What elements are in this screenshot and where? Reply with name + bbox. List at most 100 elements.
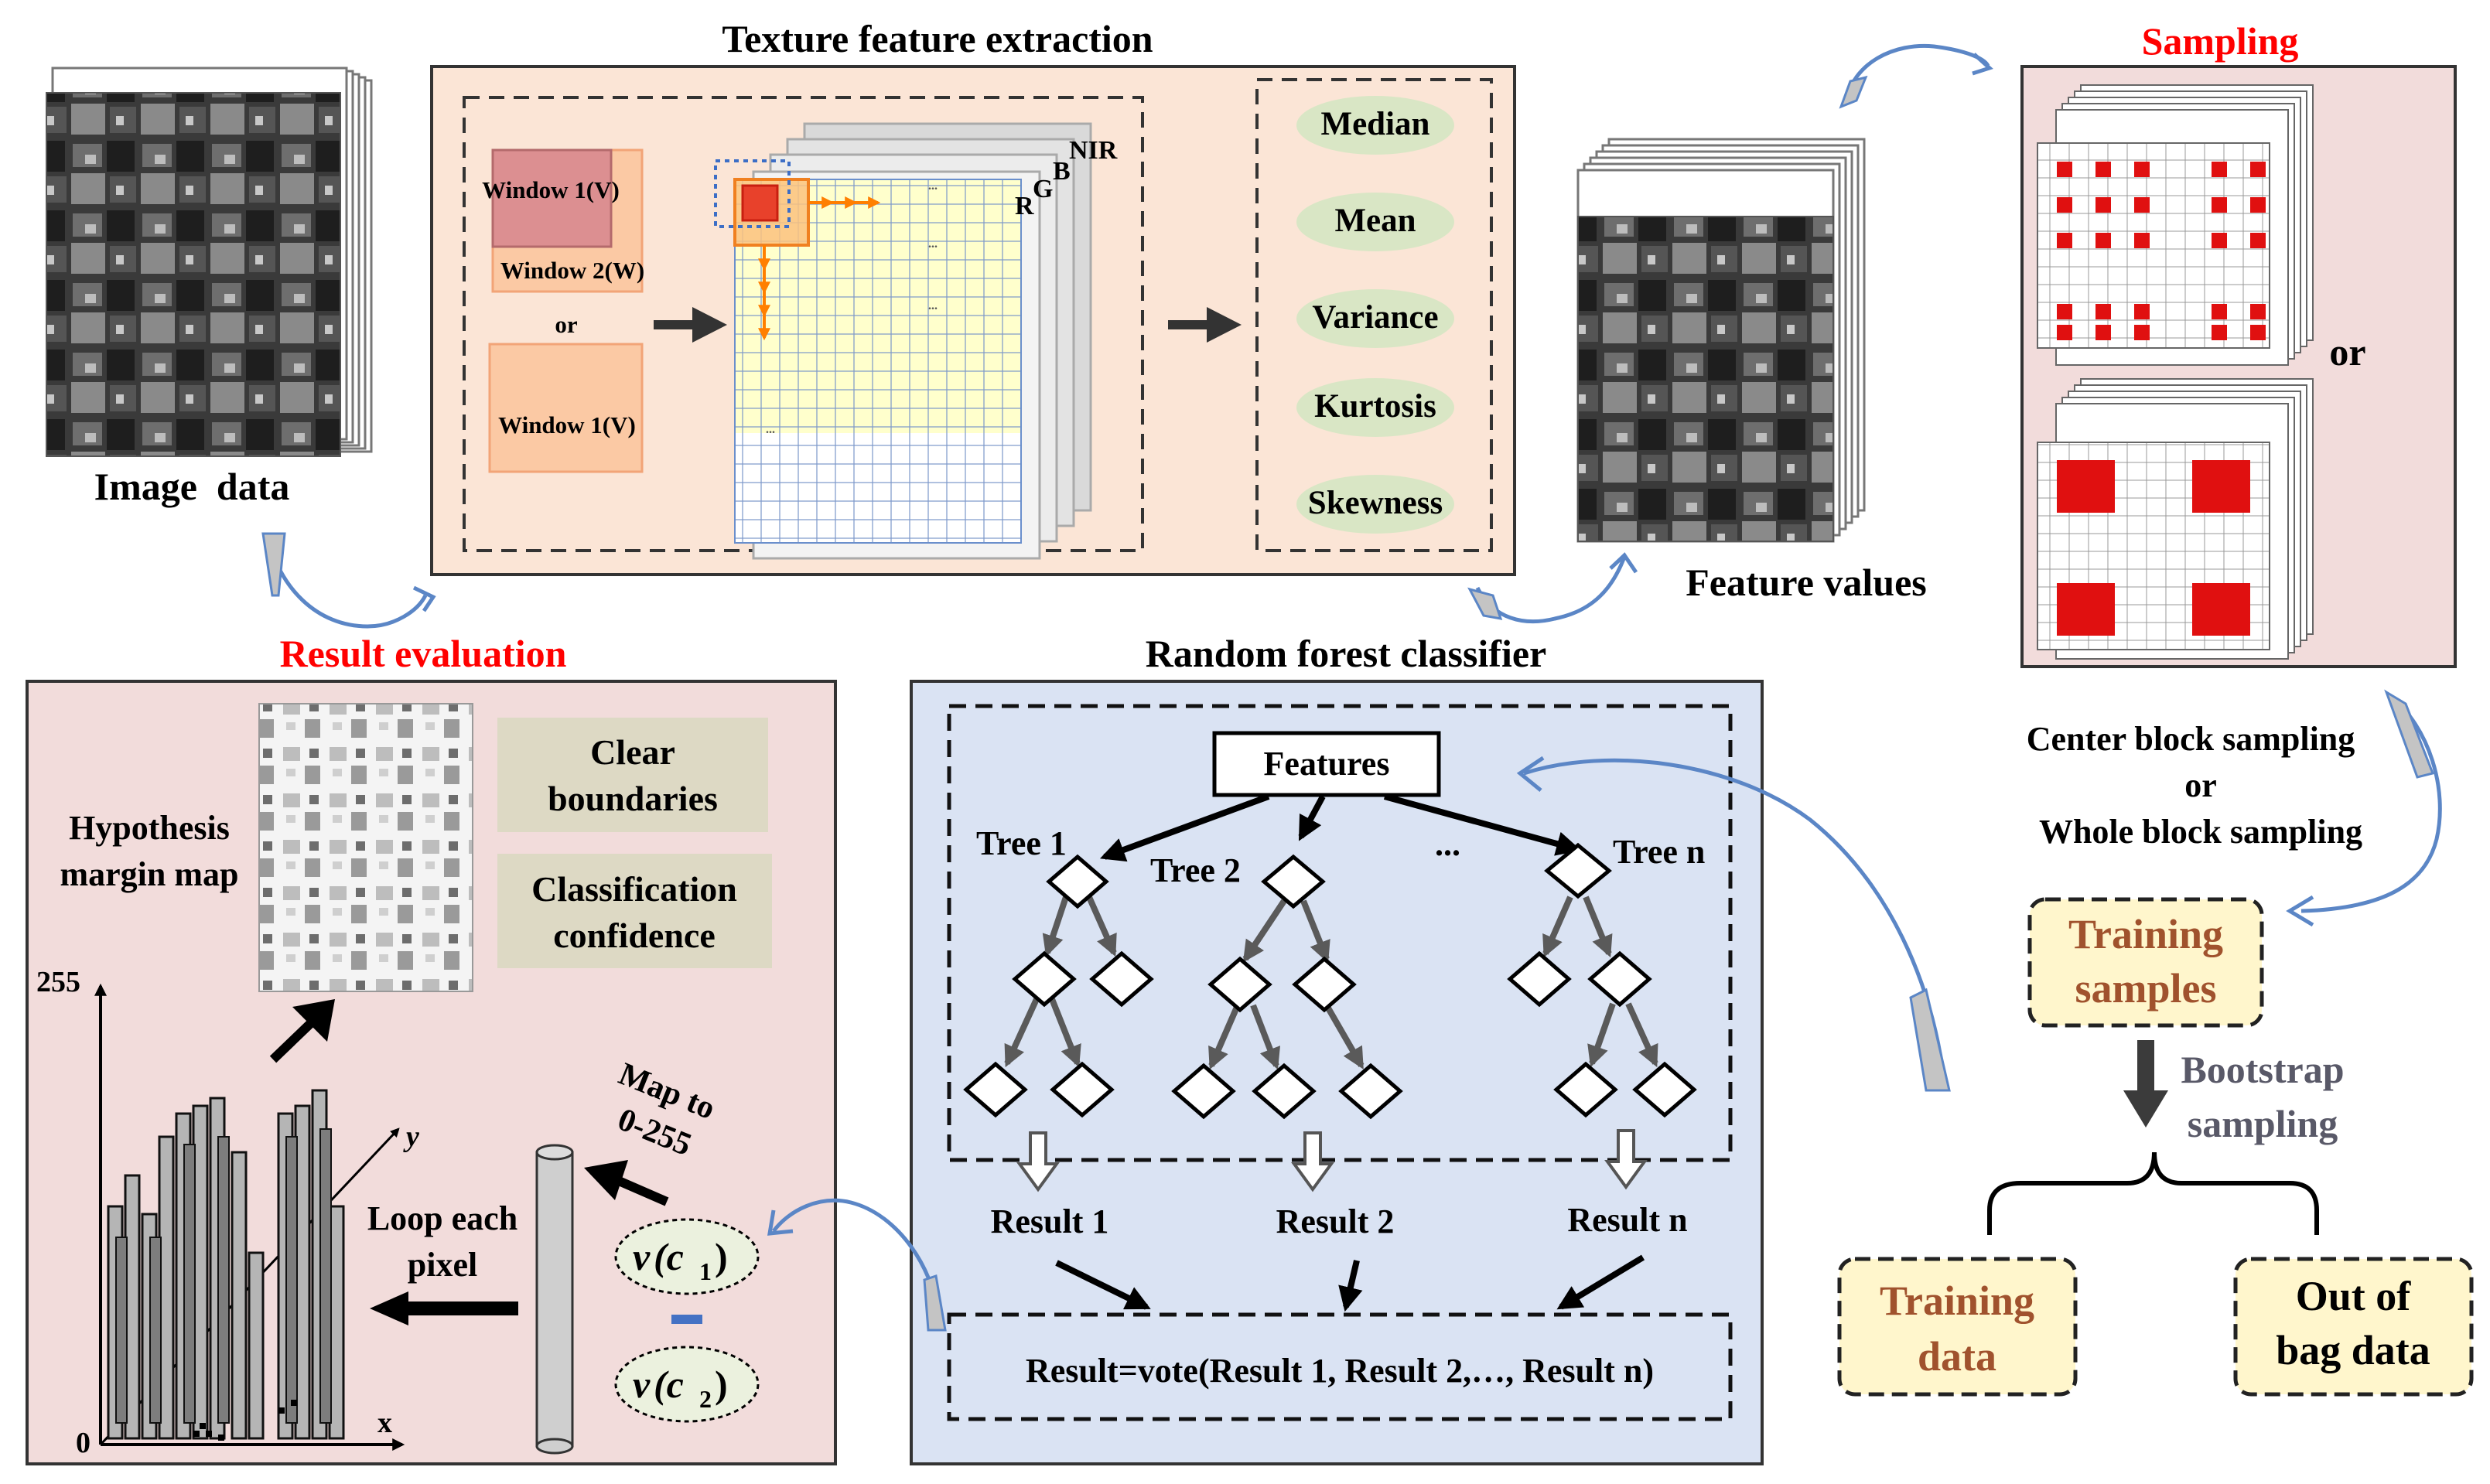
result-1: Result 1 (991, 1203, 1109, 1240)
center-block-samples (2057, 162, 2266, 340)
result-2: Result 2 (1276, 1203, 1395, 1240)
feature-values-label: Feature values (1686, 561, 1927, 604)
conf-line2: confidence (553, 916, 716, 955)
clear-line2: boundaries (548, 779, 718, 818)
texture-title: Texture feature extraction (722, 17, 1153, 60)
v-c1-oval (614, 1218, 760, 1295)
training-samples-line1: Training (2068, 911, 2223, 957)
window-highlight-dotted (714, 159, 791, 228)
clear-boundaries-callout (497, 718, 768, 832)
v-c1-arg: (c (654, 1235, 684, 1278)
training-data-line1: Training (1880, 1278, 2034, 1324)
oob-line2: bag data (2276, 1327, 2430, 1373)
whole-block-samples (2057, 460, 2250, 636)
tree-1 (963, 854, 1154, 1118)
grid-ellipsis-top: ... (928, 179, 938, 193)
vote-arrows (1055, 1254, 1645, 1312)
features-dashed-box (1255, 78, 1493, 552)
training-samples-line2: samples (2075, 965, 2216, 1012)
v-c2-close: ) (715, 1363, 728, 1406)
axis-y: y (403, 1121, 419, 1153)
minus-sign (671, 1315, 702, 1324)
image-data-label: Image data (94, 465, 290, 508)
method-center: Center block sampling (2027, 720, 2355, 758)
window-1-v (491, 148, 613, 248)
margin-line1: Hypothesis (69, 809, 230, 847)
bootstrap-line1: Bootstrap (2181, 1048, 2344, 1091)
trees-dashed-box (947, 704, 1733, 1162)
method-or: or (2184, 766, 2217, 804)
center-block-stack (2037, 84, 2314, 366)
feature-value-image (1577, 216, 1834, 542)
tree-2-label: Tree 2 (1150, 851, 1241, 889)
loop-line2: pixel (408, 1246, 477, 1284)
v-c2-var: v (633, 1363, 651, 1406)
loop-arrow (370, 1291, 518, 1325)
result-down-arrows (1016, 1129, 1648, 1192)
split-bracket (1987, 1151, 2319, 1235)
window-1-v-alt (488, 343, 644, 473)
arrow-window-to-grid (654, 307, 727, 343)
window-1-v-label: Window 1(V) (482, 176, 620, 203)
window-2-w-label: Window 2(W) (500, 257, 644, 284)
v-c2-sub: 2 (699, 1385, 712, 1413)
grid-ellipsis-low: ... (928, 299, 938, 312)
axis-0: 0 (76, 1427, 91, 1459)
flow-arrow-to-sampling (1843, 43, 1990, 105)
v-c1-var: v (633, 1235, 651, 1278)
evaluation-title: Result evaluation (280, 632, 567, 675)
feature-skewness: Skewness (1308, 485, 1443, 521)
training-samples-box (2027, 897, 2264, 1028)
feature-kurtosis: Kurtosis (1314, 388, 1436, 425)
sampling-or-label: or (2329, 330, 2365, 374)
forest-panel (910, 680, 1764, 1465)
tree-n (1507, 842, 1697, 1118)
features-node (1212, 731, 1441, 797)
sampling-title: Sampling (2142, 19, 2299, 63)
window-highlight-inner (741, 184, 779, 222)
training-data-line2: data (1918, 1333, 1996, 1380)
pixel-bar-chart (94, 983, 405, 1451)
or-label: or (555, 311, 578, 338)
axis-255: 255 (36, 966, 80, 998)
v-c1-sub: 1 (699, 1257, 712, 1285)
axis-x: x (377, 1407, 392, 1439)
oob-line1: Out of (2296, 1273, 2412, 1319)
band-nir: NIR (1069, 136, 1118, 165)
result-n: Result n (1567, 1201, 1687, 1239)
flow-arrow-image-to-texture (265, 533, 428, 629)
vote-dashed-box (947, 1312, 1733, 1421)
curved-arrows (261, 43, 2442, 1332)
margin-line2: margin map (60, 855, 239, 893)
bootstrap-arrow (2123, 1040, 2168, 1127)
cylinder (535, 1144, 574, 1455)
grid-ellipsis-mid: ... (928, 237, 938, 251)
feature-median: Median (1321, 106, 1430, 142)
up-arrow-to-map (269, 999, 335, 1063)
band-b: B (1053, 157, 1071, 186)
confidence-callout (497, 854, 772, 968)
feature-ovals (1296, 96, 1454, 534)
map-arrow (584, 1160, 669, 1206)
v-c2-arg: (c (654, 1363, 684, 1406)
forest-title: Random forest classifier (1146, 632, 1546, 675)
method-whole: Whole block sampling (2039, 813, 2362, 851)
band-r: R (1015, 192, 1034, 220)
window-1-v-alt-label: Window 1(V) (498, 411, 636, 438)
v-c1-close: ) (715, 1235, 728, 1278)
margin-map-image (258, 703, 473, 992)
features-node-label: Features (1264, 745, 1390, 783)
conf-line1: Classification (531, 869, 737, 909)
grid-ellipsis-row: ... (766, 423, 775, 436)
tree-ellipsis: ... (1435, 825, 1460, 863)
feature-values-stack (1576, 138, 1866, 543)
feature-variance: Variance (1312, 299, 1438, 336)
arrow-grid-to-features (1168, 307, 1242, 343)
vote-formula: Result=vote(Result 1, Result 2,…, Result… (1026, 1352, 1654, 1390)
bootstrap-line2: sampling (2188, 1102, 2338, 1145)
loop-line1: Loop each (367, 1199, 517, 1237)
training-data-box (1837, 1257, 2078, 1397)
v-c2-oval (614, 1346, 760, 1423)
tree-n-label: Tree n (1613, 833, 1705, 871)
